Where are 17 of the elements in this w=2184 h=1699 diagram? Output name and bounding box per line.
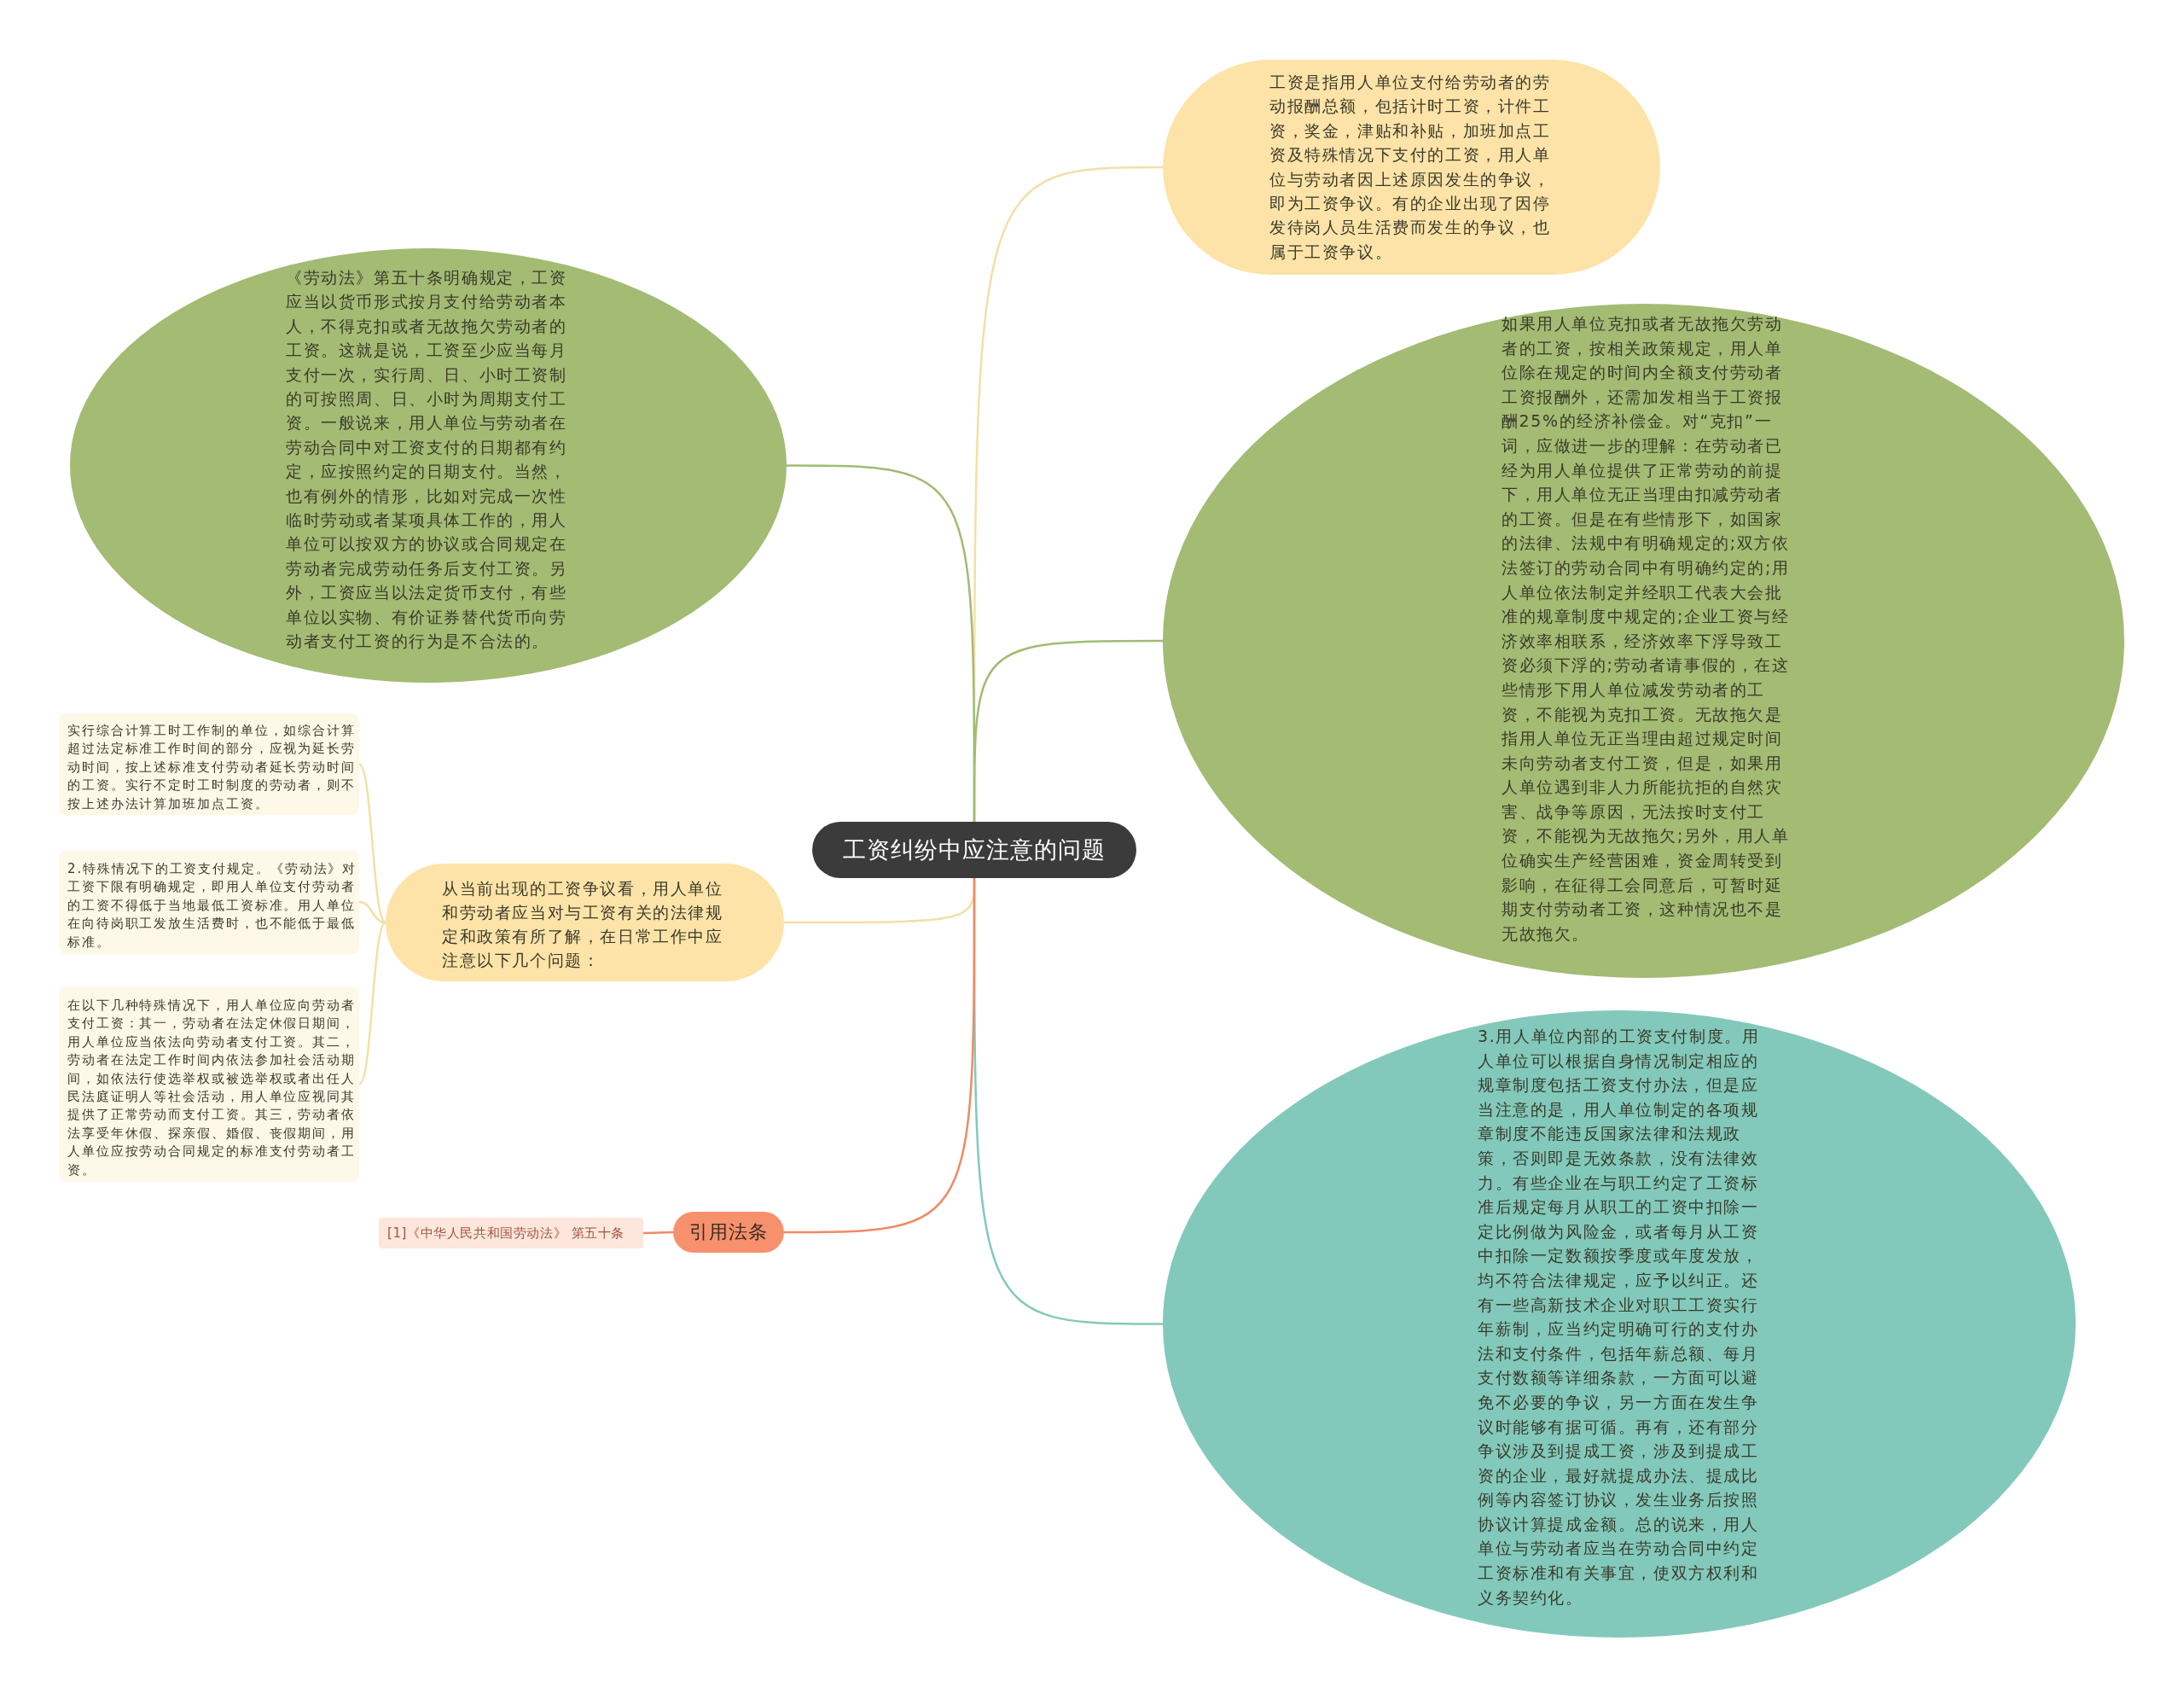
connector	[643, 1231, 673, 1235]
note-card: 实行综合计算工时工作制的单位，如综合计算超过法定标准工作时间的部分，应视为延长劳动时间，按上述标准支付劳动者延长劳动时间的工资。实行不定时工时制度的劳动者，则不按上述办法计算加班加点工资。	[59, 713, 359, 815]
connector	[787, 464, 976, 822]
reference-tag: [1]《中华人民共和国劳动法》 第五十条	[379, 1218, 643, 1248]
text-bubble: 工资是指用人单位支付给劳动者的劳动报酬总额，包括计时工资，计件工资，奖金，津贴和补贴，加班加点工资及特殊情况下支付的工资，用人单位与劳动者因上述原因发生的争议，即为工资争议。有的企业出现了因停发待岗人员生活费而发生的争议，也属于工资争议。	[1163, 60, 1660, 275]
connector	[358, 922, 386, 1085]
connector	[784, 878, 976, 1234]
text-bubble: 3.用人单位内部的工资支付制度。用人单位可以根据自身情况制定相应的规章制度包括工资支付办法，但是应当注意的是，用人单位制定的各项规章制度不能违反国家法律和法规政策，否则即是无效条款，没有法律效力。有些企业在与职工约定了工资标准后规定每月从职工的工资中扣除一定比例做为风险金，或者每月从工资中扣除一定数额按季度或年度发放，均不符合法律规定，应予以纠正。还有一些高新技术企业对职工工资实行年薪制，应当约定明确可行的支付办法和支付条件，包括年薪总额、每月支付数额等详细条款，一方面可以避免不必要的争议，另一方面在发生争议时能够有据可循。再有，还有部分争议涉及到提成工资，涉及到提成工资的企业，最好就提成办法、提成比例等内容签订协议，发生业务后按照协议计算提成金额。总的说来，用人单位与劳动者应当在劳动合同中约定工资标准和有关事宜，使双方权利和义务契约化。	[1163, 1010, 2076, 1638]
text-bubble: 《劳动法》第五十条明确规定，工资应当以货币形式按月支付给劳动者本人，不得克扣或者无故拖欠劳动者的工资。这就是说，工资至少应当每月支付一次，实行周、日、小时工资制的可按照周、日、小时为周期支付工资。一般说来，用人单位与劳动者在劳动合同中对工资支付的日期都有约定，应按照约定的日期支付。当然，也有例外的情形，比如对完成一次性临时劳动或者某项具体工作的，用人单位可以按双方的协议或合同规定在劳动者完成劳动任务后支付工资。另外，工资应当以法定货币支付，有些单位以实物、有价证券替代货币向劳动者支付工资的行为是不合法的。	[70, 248, 787, 683]
topic-box: 工资纠纷中应注意的问题	[812, 822, 1136, 878]
tag-box: 引用法条	[673, 1212, 784, 1253]
connector	[358, 900, 386, 924]
text-bubble: 如果用人单位克扣或者无故拖欠劳动者的工资，按相关政策规定，用人单位除在规定的时间内全额支付劳动者工资报酬外，还需加发相当于工资报酬25%的经济补偿金。对“克扣”一词，应做进一步的理解：在劳动者已经为用人单位提供了正常劳动的前提下，用人单位无正当理由扣减劳动者的工资。但是在有些情形下，如国家的法律、法规中有明确规定的;双方依法签订的劳动合同中有明确约定的;用人单位依法制定并经职工代表大会批准的规章制度中规定的;企业工资与经济效率相联系，经济效率下浮导致工资必须下浮的;劳动者请事假的，在这些情形下用人单位减发劳动者的工资，不能视为克扣工资。无故拖欠是指用人单位无正当理由超过规定时间未向劳动者支付工资，但是，如果用人单位遇到非人力所能抗拒的自然灾害、战争等原因，无法按时支付工资，不能视为无故拖欠;另外，用人单位确实生产经营困难，资金周转受到影响，在征得工会同意后，可暂时延期支付劳动者工资，这种情况也不是无故拖欠。	[1163, 304, 2124, 978]
connector	[358, 763, 386, 923]
note-card: 在以下几种特殊情况下，用人单位应向劳动者支付工资：其一，劳动者在法定休假日期间，用人单位应当依法向劳动者支付工资。其二，劳动者在法定工作时间内依法参加社会活动期间，如依法行使选举权或被选举权或者出任人民法庭证明人等社会活动，用人单位应视同其提供了正常劳动而支付工资。其三，劳动者依法享受年休假、探亲假、婚假、丧假期间，用人单位应按劳动合同规定的标准支付劳动者工资。	[59, 986, 359, 1182]
text-bubble: 从当前出现的工资争议看，用人单位和劳动者应当对与工资有关的法律规定和政策有所了解，在日常工作中应注意以下几个问题：	[386, 864, 784, 981]
note-card: 2.特殊情况下的工资支付规定。《劳动法》对工资下限有明确规定，即用人单位支付劳动者的工资不得低于当地最低工资标准。用人单位在向待岗职工发放生活费时，也不能低于最低标准。	[59, 850, 359, 954]
